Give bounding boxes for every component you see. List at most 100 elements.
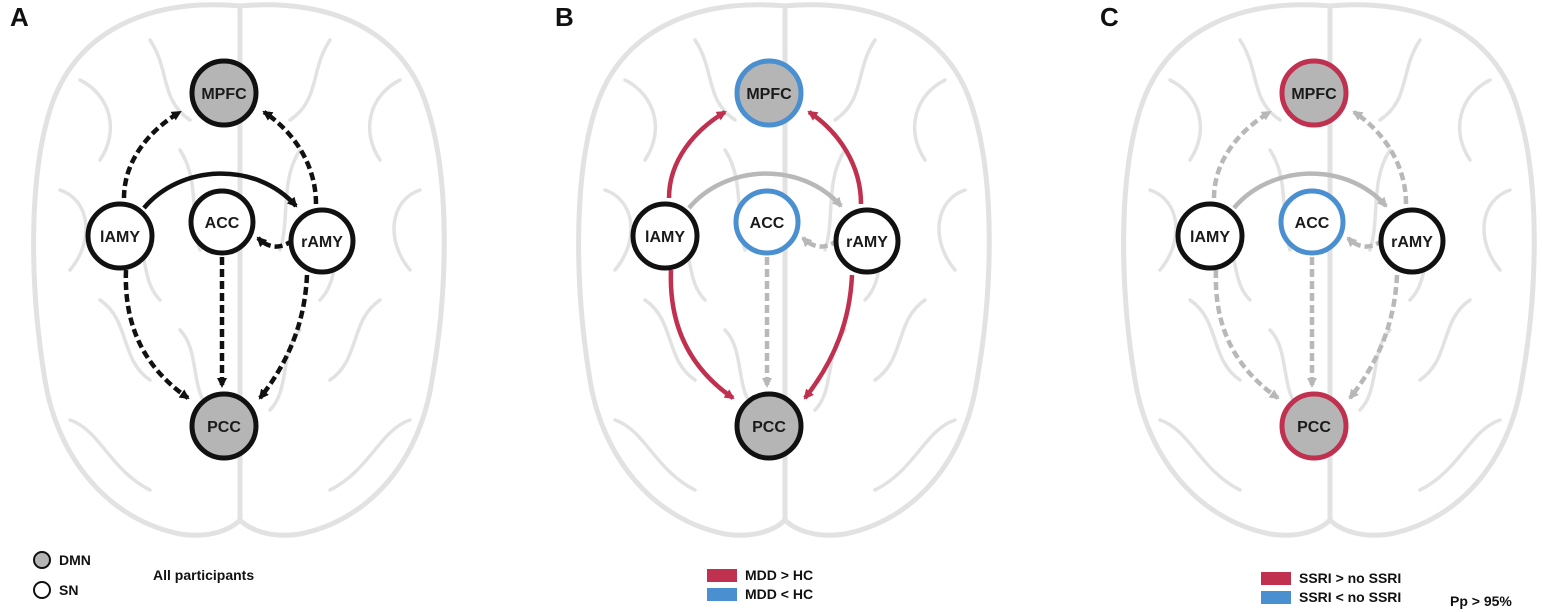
edge-ramy-to-mpfc xyxy=(1352,110,1409,205)
node-label-acc: ACC xyxy=(750,215,785,232)
brain-sulcus xyxy=(1418,298,1472,382)
legend-mdd-greater: MDD > HC xyxy=(707,567,813,583)
edge-ramy-to-acc xyxy=(256,236,295,249)
brain-sulcus xyxy=(912,78,947,162)
brain-sulcus xyxy=(613,418,697,492)
brain-sulcus xyxy=(268,328,302,412)
brain-sulcus xyxy=(623,78,658,162)
brain-sulcus xyxy=(58,188,88,272)
node-ramy xyxy=(833,207,901,275)
node-label-lamy: lAMY xyxy=(100,229,140,246)
brain-sulcus xyxy=(328,298,382,382)
node-mpfc xyxy=(189,58,259,128)
legend-dmn-label: DMN xyxy=(59,552,91,568)
node-label-acc: ACC xyxy=(1295,215,1330,232)
brain-sulcus xyxy=(148,38,192,122)
brain-sulcus xyxy=(813,328,847,412)
node-label-acc: ACC xyxy=(205,215,240,232)
node-acc xyxy=(1278,188,1346,256)
edge-lamy-to-mpfc xyxy=(121,110,182,199)
sn-swatch xyxy=(33,581,51,599)
edge-lamy-to-pcc xyxy=(1213,269,1280,400)
brain-sulcus xyxy=(288,38,332,122)
edge-lamy-to-mpfc xyxy=(666,110,727,199)
edge-ramy-to-mpfc xyxy=(262,110,319,205)
brain-sulcus xyxy=(1418,418,1502,492)
threshold-note: Pp > 95% xyxy=(1450,593,1512,609)
edge-lamy-to-ramy xyxy=(142,171,298,210)
brain-sulcus xyxy=(367,78,402,162)
caption-all-participants: All participants xyxy=(153,567,255,583)
node-mpfc xyxy=(1279,58,1349,128)
brain-sulcus xyxy=(873,298,927,382)
node-label-ramy: rAMY xyxy=(1391,234,1433,251)
node-pcc xyxy=(734,391,804,461)
panel-label-a: A xyxy=(10,2,29,32)
brain-sulcus xyxy=(693,38,737,122)
node-acc xyxy=(733,188,801,256)
edge-ramy-to-pcc xyxy=(803,274,855,400)
node-label-ramy: rAMY xyxy=(301,234,343,251)
brain-sulcus xyxy=(68,418,152,492)
node-pcc xyxy=(189,391,259,461)
legend-ssri-greater-label: SSRI > no SSRI xyxy=(1299,570,1402,586)
legend-sn: SN xyxy=(33,581,78,599)
legend-dmn: DMN xyxy=(33,551,91,569)
node-acc xyxy=(188,188,256,256)
brain-sulcus xyxy=(937,188,967,272)
node-ramy xyxy=(288,207,356,275)
network-diagram-b: MPFC lAMY ACC rAMY PCC xyxy=(576,2,992,538)
node-mpfc xyxy=(734,58,804,128)
node-label-mpfc: MPFC xyxy=(746,86,792,103)
node-label-lamy: lAMY xyxy=(1190,229,1230,246)
node-ramy xyxy=(1378,207,1446,275)
brain-sulcus xyxy=(873,418,957,492)
edge-lamy-to-pcc xyxy=(123,269,190,400)
legend-ssri-less-label: SSRI < no SSRI xyxy=(1299,589,1402,605)
brain-sulcus xyxy=(1378,38,1422,122)
node-label-lamy: lAMY xyxy=(645,229,685,246)
legend-mdd-less: MDD < HC xyxy=(707,586,813,602)
node-lamy xyxy=(630,201,700,271)
node-label-pcc: PCC xyxy=(1297,419,1331,436)
node-label-ramy: rAMY xyxy=(846,234,888,251)
brain-sulcus xyxy=(1188,298,1242,382)
edge-ramy-to-acc xyxy=(1346,236,1385,249)
dmn-swatch xyxy=(33,551,51,569)
brain-sulcus xyxy=(1457,78,1492,162)
edge-lamy-to-mpfc xyxy=(1211,110,1272,199)
legend-sn-label: SN xyxy=(59,582,79,598)
node-label-pcc: PCC xyxy=(752,419,786,436)
brain-sulcus xyxy=(603,188,633,272)
node-label-pcc: PCC xyxy=(207,419,241,436)
brain-sulcus xyxy=(643,298,697,382)
edge-ramy-to-pcc xyxy=(1348,274,1400,400)
edge-lamy-to-ramy xyxy=(1232,171,1388,210)
legend-ssri-greater: SSRI > no SSRI xyxy=(1261,570,1401,586)
edge-ramy-to-pcc xyxy=(258,274,310,400)
brain-sulcus xyxy=(833,38,877,122)
brain-sulcus xyxy=(278,148,302,252)
brain-sulcus xyxy=(1358,328,1392,412)
edge-lamy-to-pcc xyxy=(668,269,735,400)
legend-mdd-less-label: MDD < HC xyxy=(745,586,814,602)
brain-sulcus xyxy=(328,418,412,492)
blue-swatch xyxy=(1261,590,1291,604)
node-lamy xyxy=(1175,201,1245,271)
legend-ssri-less: SSRI < no SSRI xyxy=(1261,589,1401,605)
red-swatch xyxy=(707,568,737,582)
node-label-mpfc: MPFC xyxy=(1291,86,1337,103)
brain-sulcus xyxy=(1238,38,1282,122)
edge-lamy-to-ramy xyxy=(687,171,843,210)
brain-sulcus xyxy=(98,298,152,382)
panel-label-b: B xyxy=(555,2,574,32)
legend-mdd-greater-label: MDD > HC xyxy=(745,567,814,583)
brain-sulcus xyxy=(1148,188,1178,272)
edge-ramy-to-acc xyxy=(801,236,840,249)
brain-sulcus xyxy=(1158,418,1242,492)
brain-sulcus xyxy=(1482,188,1512,272)
brain-sulcus xyxy=(78,78,113,162)
